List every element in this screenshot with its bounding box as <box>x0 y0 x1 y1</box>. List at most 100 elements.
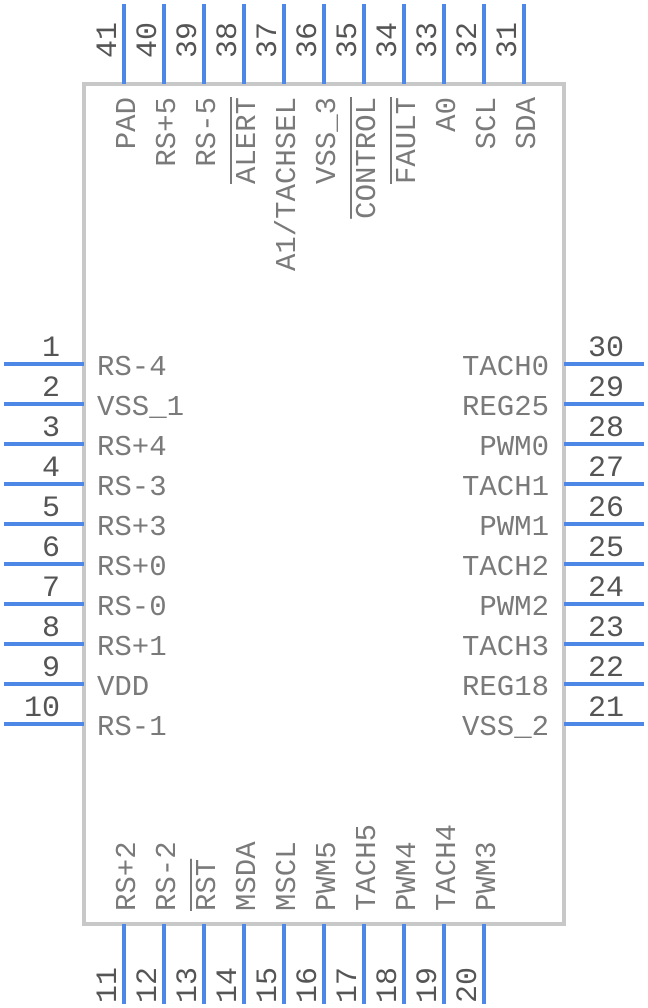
pin-4-number: 4 <box>42 452 60 486</box>
pin-22-number: 22 <box>588 652 624 686</box>
pin-2-number: 2 <box>42 372 60 406</box>
pin-19-label-tach4: TACH4 <box>431 824 464 911</box>
pin-34-label-fault-group: FAULT <box>390 97 424 184</box>
pin-20-label-pwm3: PWM3 <box>471 841 504 911</box>
pin-37-label-a1-tachsel: A1/TACHSEL <box>271 97 304 271</box>
pin-36-label-vss-3: VSS_3 <box>311 97 344 184</box>
pin-31-label-sda: SDA <box>511 96 544 149</box>
pin-7-label-rs-0: RS-0 <box>97 591 167 624</box>
pin-17-number: 17 <box>332 967 366 1003</box>
pin-12-label-rs-2: RS-2 <box>151 841 184 911</box>
pin-17-label-tach5-group: TACH5 <box>351 824 384 911</box>
pin-3-label-rs-4: RS+4 <box>97 431 167 464</box>
pin-29-number: 29 <box>588 372 624 406</box>
pin-18-label-pwm4: PWM4 <box>391 841 424 911</box>
pin-9-number: 9 <box>42 652 60 686</box>
pin-34-number: 34 <box>372 22 406 58</box>
pin-14-label-msda-group: MSDA <box>231 841 264 911</box>
pin-29-label-reg25: REG25 <box>462 391 549 424</box>
pin-35-label-control-group: CONTROL <box>350 97 384 219</box>
pin-2-label-vss-1: VSS_1 <box>97 391 184 424</box>
pin-17-label-tach5: TACH5 <box>351 824 384 911</box>
pin-5-number: 5 <box>42 492 60 526</box>
pin-16-label-pwm5: PWM5 <box>311 841 344 911</box>
pin-26-label-pwm1: PWM1 <box>479 511 549 544</box>
pin-21-label-vss-2: VSS_2 <box>462 711 549 744</box>
pin-26-label-pwm1-group: PWM1 <box>479 511 549 544</box>
pin-31-label-sda-group: SDA <box>511 96 544 149</box>
pin-19-number: 19 <box>412 967 446 1003</box>
pin-36-number: 36 <box>292 22 326 58</box>
pin-30-label-tach0: TACH0 <box>462 351 549 384</box>
pin-38-label-alert-group: ALERT <box>230 97 264 184</box>
pin-12-number: 12 <box>132 967 166 1003</box>
pin-7-label-rs-0-group: RS-0 <box>97 591 167 624</box>
pin-20-label-pwm3-group: PWM3 <box>471 841 504 911</box>
pin-1-label-rs-4: RS-4 <box>97 351 167 384</box>
pin-40-label-rs-5: RS+5 <box>151 97 184 167</box>
pin-6-number: 6 <box>42 532 60 566</box>
pin-33-label-a0-group: A0 <box>431 97 464 132</box>
pin-1-number: 1 <box>42 332 60 366</box>
pin-7-number: 7 <box>42 572 60 606</box>
pin-40-label-rs-5-group: RS+5 <box>151 97 184 167</box>
pin-23-label-tach3-group: TACH3 <box>462 631 549 664</box>
pin-8-label-rs-1-group: RS+1 <box>97 631 167 664</box>
pin-6-label-rs-0: RS+0 <box>97 551 167 584</box>
chip-body <box>82 82 566 926</box>
pin-32-label-scl-group: SCL <box>471 97 504 149</box>
pin-20-number: 20 <box>452 967 486 1003</box>
pin-25-label-tach2: TACH2 <box>462 551 549 584</box>
pin-38-label-alert: ALERT <box>231 97 264 184</box>
pin-25-number: 25 <box>588 532 624 566</box>
pin-16-label-pwm5-group: PWM5 <box>311 841 344 911</box>
pin-6-label-rs-0-group: RS+0 <box>97 551 167 584</box>
pin-24-label-pwm2-group: PWM2 <box>479 591 549 624</box>
pin-15-number: 15 <box>252 967 286 1003</box>
pin-36-label-vss-3-group: VSS_3 <box>311 97 344 184</box>
pin-37-label-a1-tachsel-group: A1/TACHSEL <box>271 97 304 271</box>
pin-10-label-rs-1-group: RS-1 <box>97 711 167 744</box>
pin-35-label-control: CONTROL <box>351 97 384 219</box>
pin-30-number: 30 <box>588 332 624 366</box>
pin-39-label-rs-5: RS-5 <box>191 97 224 167</box>
pin-4-label-rs-3-group: RS-3 <box>97 471 167 504</box>
pin-19-label-tach4-group: TACH4 <box>431 824 464 911</box>
pin-10-label-rs-1: RS-1 <box>97 711 167 744</box>
pin-31-number: 31 <box>492 22 526 58</box>
pin-22-label-reg18-group: REG18 <box>462 671 549 704</box>
pin-29-label-reg25-group: REG25 <box>462 391 549 424</box>
pin-4-label-rs-3: RS-3 <box>97 471 167 504</box>
pin-11-label-rs-2-group: RS+2 <box>111 841 144 911</box>
pin-14-number: 14 <box>212 967 246 1003</box>
pin-21-label-vss-2-group: VSS_2 <box>462 711 549 744</box>
pin-16-number: 16 <box>292 967 326 1003</box>
pin-28-number: 28 <box>588 412 624 446</box>
pin-27-number: 27 <box>588 452 624 486</box>
pin-32-label-scl: SCL <box>471 97 504 149</box>
pin-28-label-pwm0: PWM0 <box>479 431 549 464</box>
pin-39-label-rs-5-group: RS-5 <box>191 97 224 167</box>
pin-3-label-rs-4-group: RS+4 <box>97 431 167 464</box>
pin-41-label-pad-group: PAD <box>111 97 144 149</box>
pin-1-label-rs-4-group: RS-4 <box>97 351 167 384</box>
pin-13-number: 13 <box>172 967 206 1003</box>
pin-30-label-tach0-group: TACH0 <box>462 351 549 384</box>
pin-38-number: 38 <box>212 22 246 58</box>
pin-27-label-tach1: TACH1 <box>462 471 549 504</box>
pin-39-number: 39 <box>172 22 206 58</box>
pin-34-label-fault: FAULT <box>391 97 424 184</box>
pin-41-number: 41 <box>92 22 126 58</box>
pin-25-label-tach2-group: TACH2 <box>462 551 549 584</box>
pin-24-label-pwm2: PWM2 <box>479 591 549 624</box>
pin-5-label-rs-3-group: RS+3 <box>97 511 167 544</box>
pin-11-number: 11 <box>92 967 126 1003</box>
pin-3-number: 3 <box>42 412 60 446</box>
pin-40-number: 40 <box>132 22 166 58</box>
pin-27-label-tach1-group: TACH1 <box>462 471 549 504</box>
pin-8-number: 8 <box>42 612 60 646</box>
pin-10-number: 10 <box>24 692 60 726</box>
pin-group: 1RS-42VSS_13RS+44RS-35RS+36RS+07RS-08RS+… <box>4 4 644 1004</box>
pin-26-number: 26 <box>588 492 624 526</box>
